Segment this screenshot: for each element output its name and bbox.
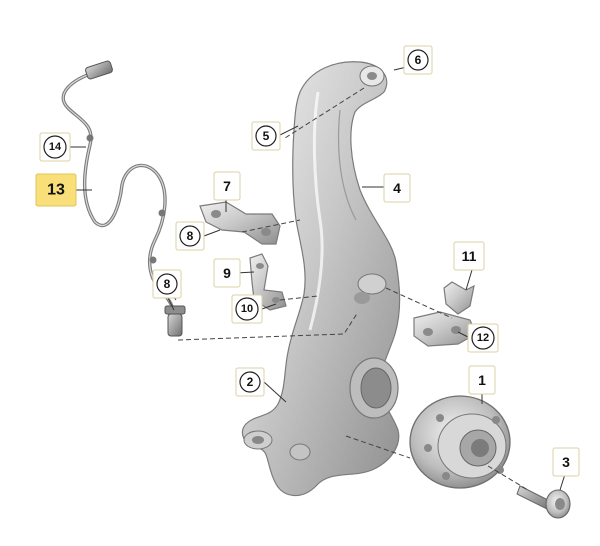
steering-knuckle (241, 61, 401, 497)
callout-5-label: 5 (263, 129, 270, 143)
callout-8-sensor-label: 8 (164, 277, 171, 291)
callout-10[interactable]: 10 (231, 294, 263, 324)
callout-9-label: 9 (223, 265, 231, 281)
wheel-hub (409, 395, 511, 489)
callout-11[interactable]: 11 (453, 241, 485, 271)
callout-3-label: 3 (562, 454, 570, 470)
callout-1-label: 1 (478, 372, 486, 388)
bracket-7 (199, 201, 281, 245)
callout-11-label: 11 (462, 248, 477, 264)
bracket-11 (443, 281, 475, 315)
callout-12-label: 12 (477, 332, 489, 344)
plate-12 (413, 311, 477, 347)
callout-14-label: 14 (49, 141, 62, 153)
callout-8-sensor[interactable]: 8 (152, 269, 182, 299)
callout-2[interactable]: 2 (235, 367, 265, 397)
hub-bolt (516, 485, 571, 519)
callout-4[interactable]: 4 (383, 173, 411, 203)
callout-4-label: 4 (393, 180, 401, 196)
callout-13-label: 13 (47, 182, 65, 199)
callout-7[interactable]: 7 (213, 171, 241, 201)
callout-6-label: 6 (415, 53, 422, 67)
callout-1[interactable]: 1 (468, 365, 496, 395)
callout-13-highlighted[interactable]: 13 (35, 173, 77, 207)
callout-12[interactable]: 12 (467, 323, 499, 353)
callout-14[interactable]: 14 (39, 132, 71, 162)
callout-3[interactable]: 3 (552, 447, 580, 477)
callout-7-label: 7 (223, 178, 231, 194)
callout-9[interactable]: 9 (213, 258, 241, 288)
callouts: 6 5 4 7 8 9 (35, 45, 580, 477)
callout-5[interactable]: 5 (251, 121, 281, 151)
callout-8-bracket-label: 8 (187, 229, 194, 243)
callout-8-bracket[interactable]: 8 (175, 221, 205, 251)
callout-6[interactable]: 6 (403, 45, 433, 75)
abs-sensor-cable (61, 60, 186, 337)
callout-2-label: 2 (247, 375, 254, 389)
callout-10-label: 10 (241, 303, 253, 315)
